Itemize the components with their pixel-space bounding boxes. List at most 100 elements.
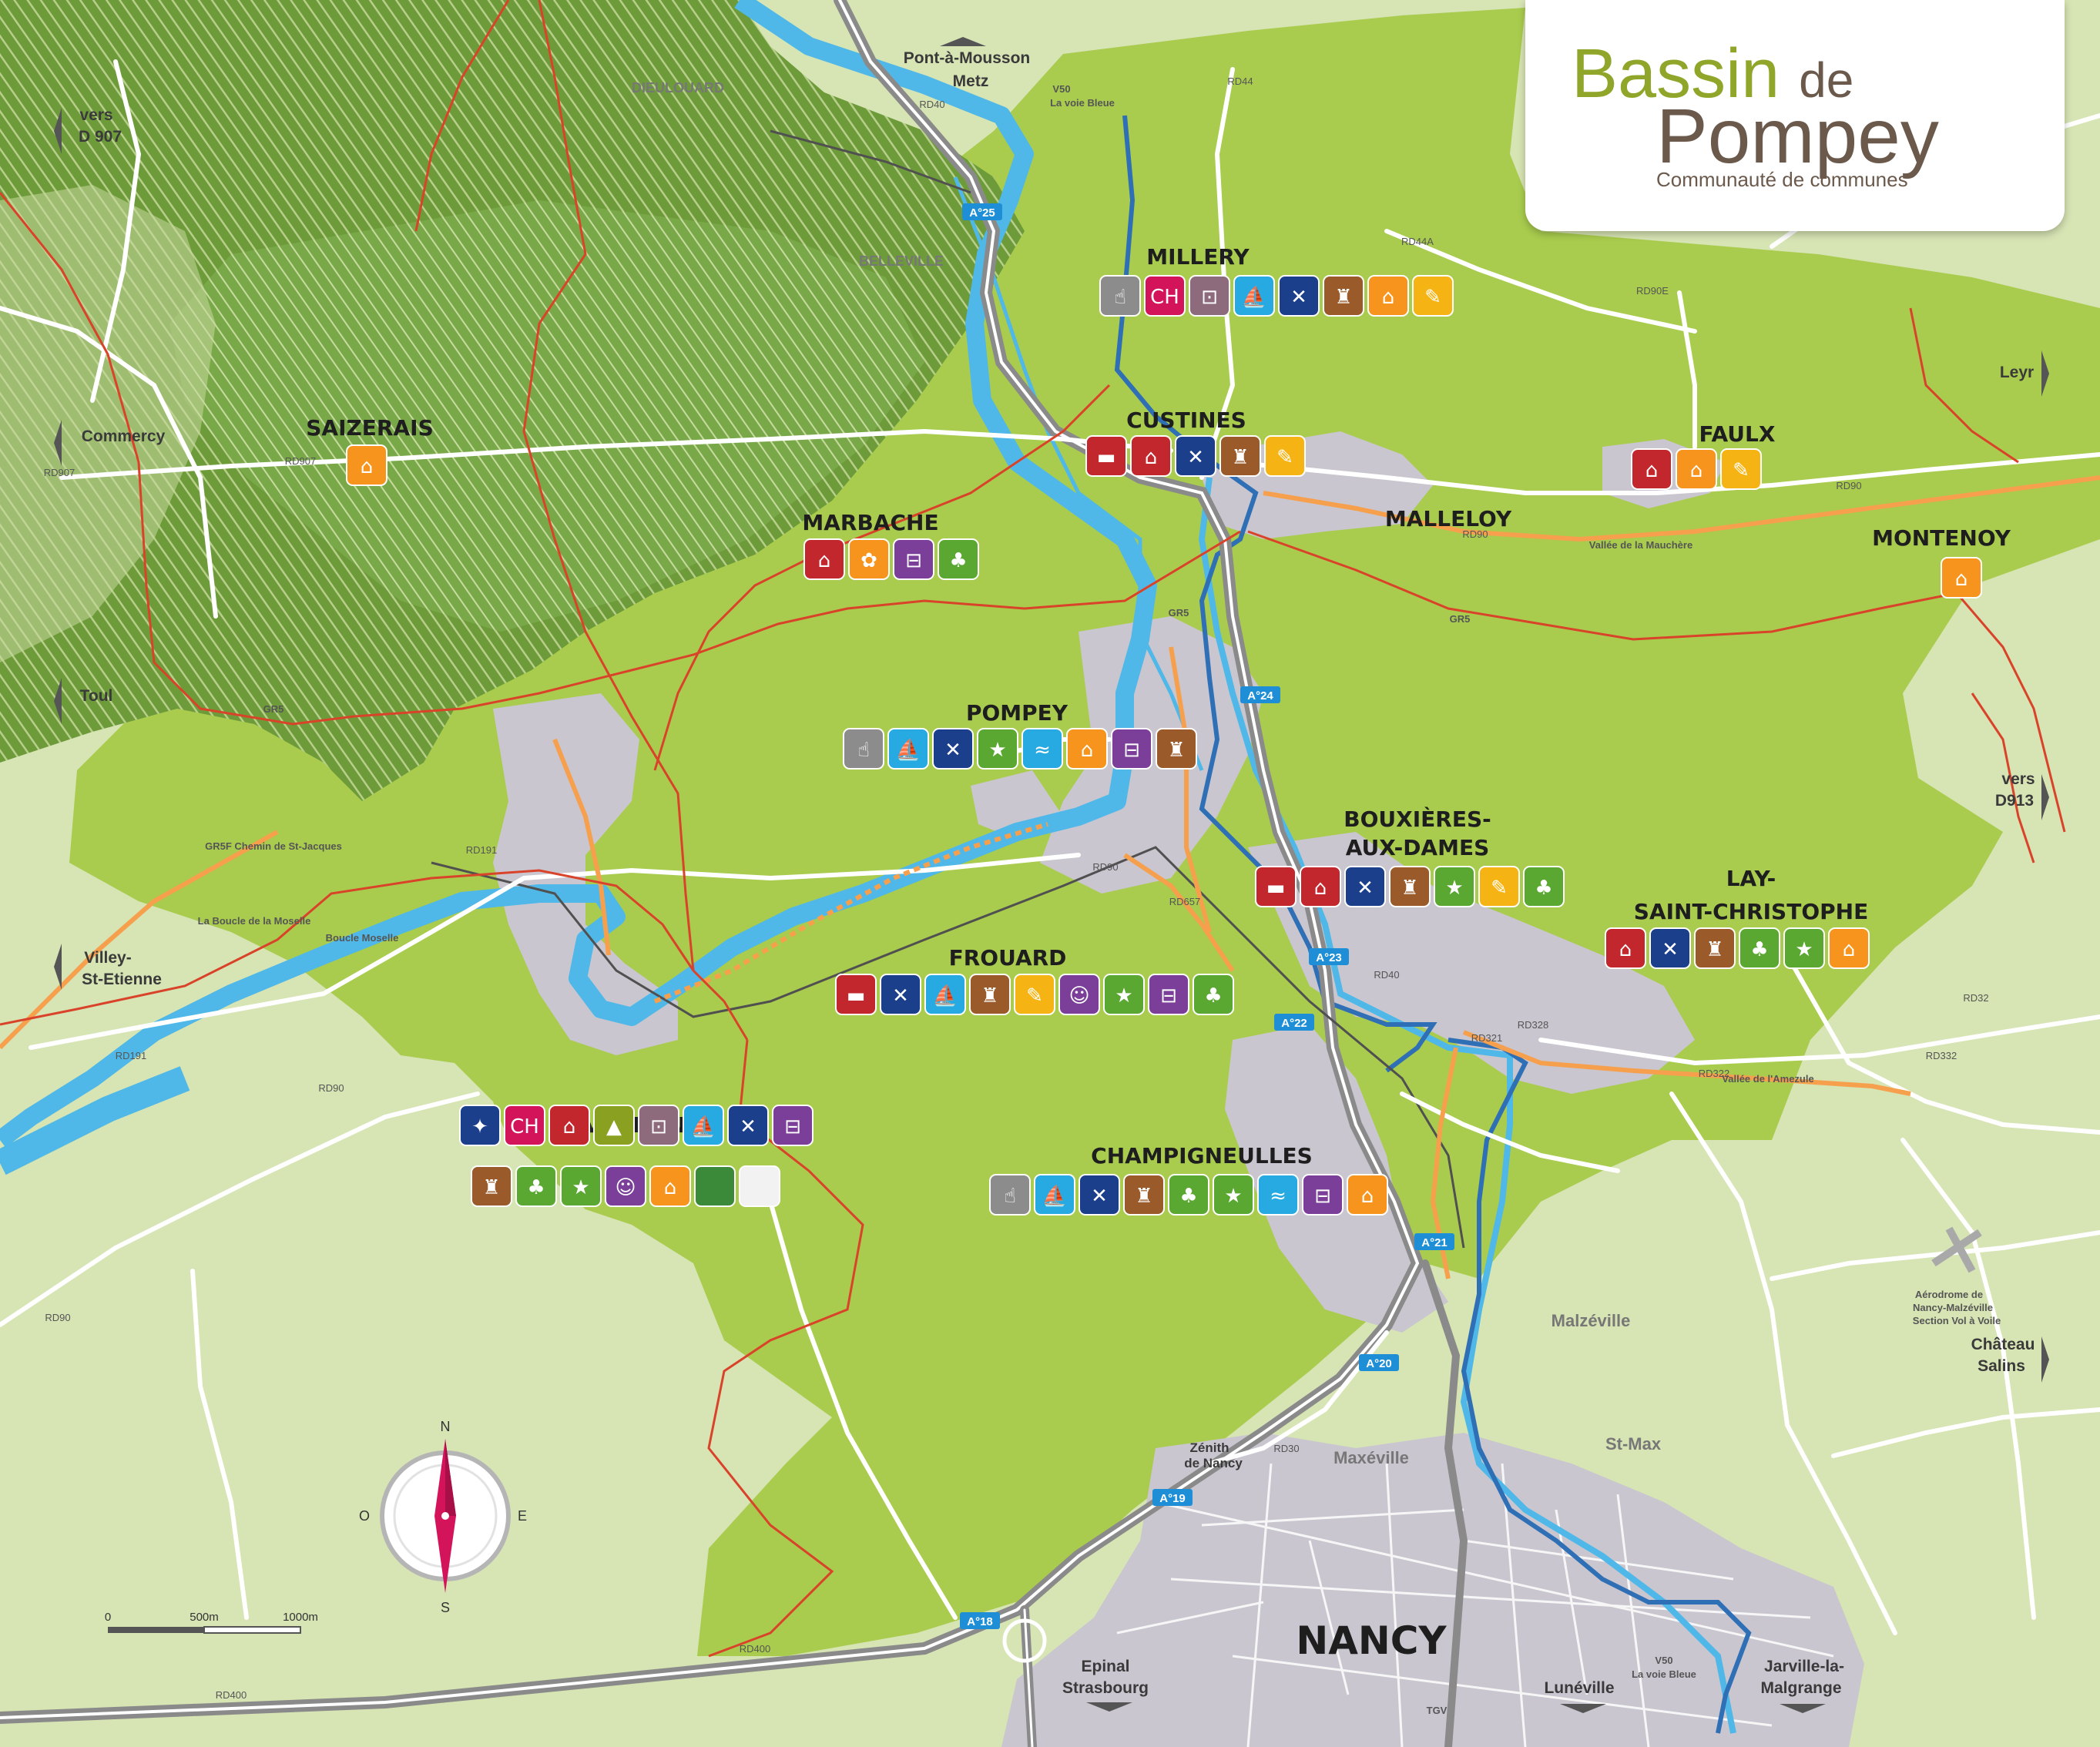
icon-glyph: ⌂ xyxy=(818,549,831,572)
icon-glyph: ☺ xyxy=(615,1176,636,1199)
heritage-tower-icon[interactable]: ♜ xyxy=(1219,435,1261,477)
motorway-label: A°25 xyxy=(969,206,995,220)
sailing-icon[interactable]: ⛵ xyxy=(683,1105,724,1146)
market-basket-icon[interactable]: ⌂ xyxy=(1066,728,1108,770)
picnic-icon[interactable]: ♣ xyxy=(1193,974,1234,1015)
swimming-icon[interactable]: ≈ xyxy=(1021,728,1063,770)
art-palette-icon[interactable]: ✎ xyxy=(1264,435,1306,477)
heritage-tower-icon[interactable]: ♜ xyxy=(1156,728,1197,770)
mill-icon[interactable]: ✿ xyxy=(848,538,890,580)
touch-icon[interactable]: ☝ xyxy=(843,728,884,770)
art-palette-icon[interactable]: ✎ xyxy=(1014,974,1055,1015)
tram-icon[interactable]: ⊟ xyxy=(772,1105,813,1146)
lodging-house-icon[interactable]: ⌂ xyxy=(803,538,845,580)
district-label: Malzéville xyxy=(1552,1311,1631,1330)
town-label: MALLELOY xyxy=(1385,506,1512,531)
road-label: RD90 xyxy=(1462,528,1488,540)
theatre-masks-icon[interactable]: ☺ xyxy=(605,1165,646,1207)
tourism-logo-icon[interactable]: ✦ xyxy=(459,1105,501,1146)
walking-icon[interactable]: ★ xyxy=(977,728,1018,770)
icon-glyph: ⌂ xyxy=(1619,938,1632,961)
heritage-tower-icon[interactable]: ♜ xyxy=(1123,1174,1165,1216)
heritage-tower-icon[interactable]: ♜ xyxy=(471,1165,512,1207)
restaurant-icon[interactable]: ✕ xyxy=(932,728,974,770)
art-palette-icon[interactable]: ✎ xyxy=(1720,448,1762,490)
market-basket-icon[interactable]: ⌂ xyxy=(1828,927,1870,969)
walking-icon[interactable]: ★ xyxy=(1783,927,1825,969)
icon-glyph: ⌂ xyxy=(1145,446,1158,469)
icon-glyph: ⊡ xyxy=(1201,286,1218,309)
market-basket-icon[interactable]: ⌂ xyxy=(346,444,387,486)
restaurant-icon[interactable]: ✕ xyxy=(880,974,921,1015)
market-basket-icon[interactable]: ⌂ xyxy=(1347,1174,1388,1216)
walking-icon[interactable]: ★ xyxy=(560,1165,602,1207)
icon-glyph: ✕ xyxy=(1662,938,1679,961)
tram-icon[interactable]: ⊟ xyxy=(1148,974,1189,1015)
heritage-tower-icon[interactable]: ♜ xyxy=(1323,275,1364,317)
heritage-tower-icon[interactable]: ♜ xyxy=(1694,927,1736,969)
picnic-icon[interactable]: ♣ xyxy=(938,538,979,580)
restaurant-icon[interactable]: ✕ xyxy=(1278,275,1320,317)
restaurant-icon[interactable]: ✕ xyxy=(727,1105,769,1146)
campervan-icon[interactable]: ⊡ xyxy=(638,1105,679,1146)
restaurant-icon[interactable]: ✕ xyxy=(1175,435,1216,477)
walking-icon[interactable]: ★ xyxy=(1434,866,1475,907)
road-label: RD400 xyxy=(216,1689,247,1701)
lodging-house-icon[interactable]: ⌂ xyxy=(1300,866,1341,907)
tram-icon[interactable]: ⊟ xyxy=(1111,728,1152,770)
camping-icon[interactable]: ▲ xyxy=(593,1105,635,1146)
walking-icon[interactable]: ★ xyxy=(1103,974,1145,1015)
nancy-streets xyxy=(1116,1463,1834,1747)
lodging-house-icon[interactable]: ⌂ xyxy=(1631,448,1672,490)
icon-glyph: ☺ xyxy=(1068,984,1089,1008)
market-basket-icon[interactable]: ⌂ xyxy=(1367,275,1409,317)
sailing-icon[interactable]: ⛵ xyxy=(1034,1174,1075,1216)
hotel-bed-icon[interactable]: ▬ xyxy=(1255,866,1297,907)
lodging-house-icon[interactable]: ⌂ xyxy=(1130,435,1172,477)
tram-icon[interactable]: ⊟ xyxy=(893,538,934,580)
tram-icon[interactable]: ⊟ xyxy=(1302,1174,1344,1216)
picnic-icon[interactable]: ♣ xyxy=(1523,866,1565,907)
icon-glyph: ♜ xyxy=(1401,877,1418,900)
icon-glyph: ✕ xyxy=(740,1115,756,1138)
picnic-icon[interactable]: ♣ xyxy=(1168,1174,1209,1216)
hotel-bed-icon[interactable]: ▬ xyxy=(1085,435,1127,477)
label-icon[interactable] xyxy=(739,1165,780,1207)
art-palette-icon[interactable]: ✎ xyxy=(1478,866,1520,907)
theatre-masks-icon[interactable]: ☺ xyxy=(1058,974,1100,1015)
icon-glyph: ⌂ xyxy=(563,1115,576,1138)
market-basket-icon[interactable]: ⌂ xyxy=(1676,448,1717,490)
market-basket-icon[interactable]: ⌂ xyxy=(1941,557,1982,599)
lodging-house-icon[interactable]: ⌂ xyxy=(1605,927,1646,969)
sailing-icon[interactable]: ⛵ xyxy=(924,974,966,1015)
restaurant-icon[interactable]: ✕ xyxy=(1649,927,1691,969)
icon-glyph: ▬ xyxy=(1266,877,1286,900)
market-basket-icon[interactable]: ⌂ xyxy=(649,1165,691,1207)
map-note: Boucle Moselle xyxy=(326,932,399,944)
walking-icon[interactable]: ★ xyxy=(1213,1174,1254,1216)
hotel-bed-icon[interactable]: ▬ xyxy=(835,974,877,1015)
road-label: RD657 xyxy=(1169,896,1200,907)
restaurant-icon[interactable]: ✕ xyxy=(1079,1174,1120,1216)
guest-room-icon[interactable]: CH xyxy=(1144,275,1186,317)
icon-glyph: ⌂ xyxy=(1645,459,1659,482)
road-label: RD32 xyxy=(1963,992,1988,1004)
touch-icon[interactable]: ☝ xyxy=(989,1174,1031,1216)
icon-glyph: ≈ xyxy=(1270,1185,1287,1208)
icon-group-custines: ▬ ⌂ ✕♜✎ xyxy=(1085,435,1306,477)
restaurant-icon[interactable]: ✕ xyxy=(1344,866,1386,907)
art-palette-icon[interactable]: ✎ xyxy=(1412,275,1454,317)
guest-room-icon[interactable]: CH xyxy=(504,1105,545,1146)
photo-icon[interactable] xyxy=(694,1165,736,1207)
campervan-icon[interactable]: ⊡ xyxy=(1189,275,1230,317)
lodging-house-icon[interactable]: ⌂ xyxy=(548,1105,590,1146)
heritage-tower-icon[interactable]: ♜ xyxy=(1389,866,1431,907)
sailing-icon[interactable]: ⛵ xyxy=(887,728,929,770)
touch-icon[interactable]: ☝ xyxy=(1099,275,1141,317)
picnic-icon[interactable]: ♣ xyxy=(1739,927,1780,969)
swimming-icon[interactable]: ≈ xyxy=(1257,1174,1299,1216)
picnic-icon[interactable]: ♣ xyxy=(515,1165,557,1207)
sailing-icon[interactable]: ⛵ xyxy=(1233,275,1275,317)
heritage-tower-icon[interactable]: ♜ xyxy=(969,974,1011,1015)
